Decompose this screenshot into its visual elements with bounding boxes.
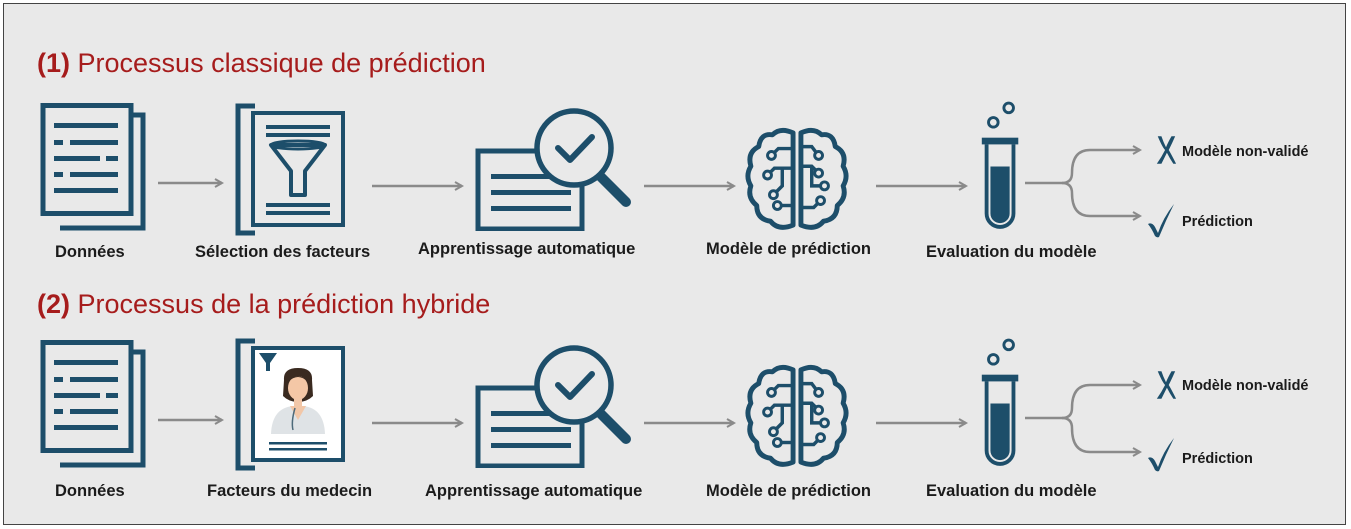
section-hybrid: (2) Processus de la prédiction hybride M… [37,289,1309,500]
step-label: Modèle de prédiction [706,240,871,258]
step-label: Données [55,243,125,261]
funnel-filter-icon [238,106,343,233]
step-label: Evaluation du modèle [926,243,1097,261]
step-label: Modèle de prédiction [706,482,871,500]
step-labels: Données Sélection des facteurs Apprentis… [55,240,1097,261]
test-tube-icon [979,338,1021,466]
outcome-label: Modèle non-validé [1182,144,1309,160]
section-title: (1) Processus classique de prédiction [37,48,486,78]
section-title: (2) Processus de la prédiction hybride [37,289,490,319]
step-labels: Données Facteurs du medecin Apprentissag… [55,482,1097,500]
outcome-label: Prédiction [1182,451,1253,467]
magnifier-check-icon [478,111,626,229]
step-label: Facteurs du medecin [207,482,372,500]
doctor-profile-icon [238,341,343,468]
section-classic: (1) Processus classique de prédiction Mo… [37,48,1309,261]
branch-arrow-bottom [1061,181,1140,216]
flow-arrows [158,150,1140,216]
x-mark-icon [1156,136,1177,164]
step-label: Données [55,482,125,500]
check-mark-icon [1148,204,1174,238]
step-label: Sélection des facteurs [195,243,370,261]
brain-circuit-icon [748,130,846,227]
branch-arrow-top [1025,150,1140,185]
diagram-frame [3,3,1346,525]
x-mark-icon [1156,371,1177,399]
brain-circuit-icon [748,367,846,464]
test-tube-icon [979,101,1021,229]
step-label: Apprentissage automatique [425,482,642,500]
step-label: Evaluation du modèle [926,482,1097,500]
documents-icon [43,343,143,466]
step-label: Apprentissage automatique [418,240,635,258]
check-mark-icon [1148,438,1174,472]
documents-icon [43,106,143,229]
branch-arrow-bottom [1061,416,1140,452]
outcome-label: Prédiction [1182,214,1253,230]
branch-arrow-top [1025,385,1140,420]
outcome-label: Modèle non-validé [1182,378,1309,394]
flow-arrows [158,385,1140,452]
magnifier-check-icon [478,348,626,466]
